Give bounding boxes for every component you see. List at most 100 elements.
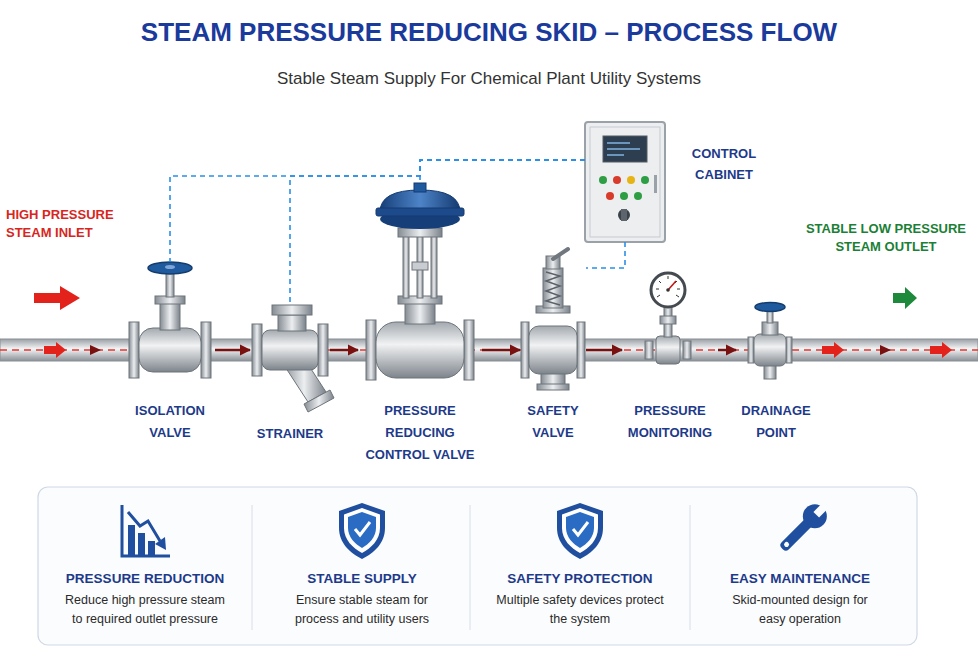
shield-icon [557,503,603,559]
flange [521,322,529,378]
flange [748,337,754,363]
feature-panel [38,487,917,645]
control-cabinet-node: CONTROL CABINET [585,122,665,242]
flange [786,337,792,363]
equipment-label: ISOLATION VALVE [125,400,215,444]
strainer-top [272,305,312,315]
outlet-arrow [893,287,917,309]
chart-axes [122,505,170,556]
push-button [634,192,642,200]
trend-line [128,512,160,541]
flange [318,324,328,376]
tee-fitting [656,336,680,364]
equipment-node: STRAINER [250,305,330,445]
cabinet-label: CONTROL CABINET [683,144,765,186]
inlet-label: HIGH PRESSURE STEAM INLET [6,206,124,241]
actuator-rim [376,208,464,216]
gauge-dial [651,273,685,307]
diagram-title: STEAM PRESSURE REDUCING SKID – PROCESS F… [0,17,978,48]
flow-arrow [586,349,622,352]
flange [252,324,262,376]
outlet-flange [537,384,569,390]
chart-down-icon [122,505,170,556]
door-handle [654,175,657,193]
indicator-lamp [613,176,621,184]
selector-switch [618,209,630,221]
control-valve-symbol [366,183,474,380]
feature-card: EASY MAINTENANCESkid-mounted design for … [700,571,900,629]
spring-housing [543,268,563,308]
equipment-node: PRESSURE MONITORING [622,272,718,444]
flow-arrow [718,349,736,352]
flange [577,322,585,378]
chart-bar [148,541,155,556]
flow-arrow [482,349,520,352]
flange [201,322,211,378]
flow-arrow [215,349,250,352]
cabinet-housing [585,122,665,242]
shield-icon [339,503,385,559]
trend-arrowhead [155,537,166,550]
yoke-post [403,236,409,298]
control-cabinet-symbol [585,122,665,242]
wrench-jaw [813,503,827,517]
handwheel-hub [165,265,175,269]
strainer-cap [304,390,334,412]
equipment-label: DRAINAGE POINT [736,400,816,444]
flange [464,320,474,380]
handwheel [148,262,192,274]
equipment-label: PRESSURE MONITORING [622,400,718,444]
lift-lever [553,249,568,259]
label-slot: Stable Steam Supply For Chemical Plant U… [0,68,978,91]
drain-valve-symbol [748,303,792,380]
switch-handle [621,209,627,221]
yoke-post [431,236,437,298]
shield-inner [348,512,376,548]
wrench-icon [774,498,833,557]
card-heading: SAFETY PROTECTION [480,571,680,586]
valve-body [376,322,464,378]
equipment-label: PRESSURE REDUCING CONTROL VALVE [358,400,482,466]
flow-arrow-symbol [44,342,66,358]
flow-arrow-symbol [880,345,891,355]
indicator-lamp [627,176,635,184]
feature-card: SAFETY PROTECTION Multiple safety devices… [480,571,680,629]
flow-arrow-symbol [822,342,844,358]
valve-body [139,328,201,372]
equipment-node: SAFETY VALVE [520,247,586,444]
control-signal-line [586,242,625,268]
control-signal-line [290,160,585,305]
wrench-hole [783,541,790,548]
equipment-node: DRAINAGE POINT [736,302,816,444]
shield-gap [344,508,380,553]
flow-arrow-symbol [930,342,952,358]
control-signal-line [170,160,585,262]
equipment-label: SAFETY VALVE [520,400,586,444]
card-description: Ensure stable steam for process and util… [276,591,448,629]
subtitle: Stable Steam Supply For Chemical Plant U… [0,68,978,91]
inlet-arrow [34,286,80,310]
title-slot: STEAM PRESSURE REDUCING SKID – PROCESS F… [0,17,978,48]
card-heading: STABLE SUPPLY [262,571,462,586]
gauge-needle [668,281,676,290]
check-mark [355,522,370,535]
shield-inner [566,512,594,548]
bonnet [762,322,778,335]
hmi-screen [603,136,647,162]
feature-card: STABLE SUPPLY Ensure stable steam for pro… [262,571,462,629]
card-heading: EASY MAINTENANCE [700,571,900,586]
panel-divider [690,505,691,630]
stem-coupling [412,262,428,270]
safety-valve-symbol [521,249,585,390]
panel-divider [470,505,471,630]
flow-arrow-symbol [90,345,101,355]
push-button [606,192,614,200]
control-signal-line [420,160,585,183]
gauge-nut [660,316,676,324]
card-description: Multiple safety devices protect the syst… [494,591,666,629]
push-button [620,192,628,200]
indicator-lamp [641,176,649,184]
